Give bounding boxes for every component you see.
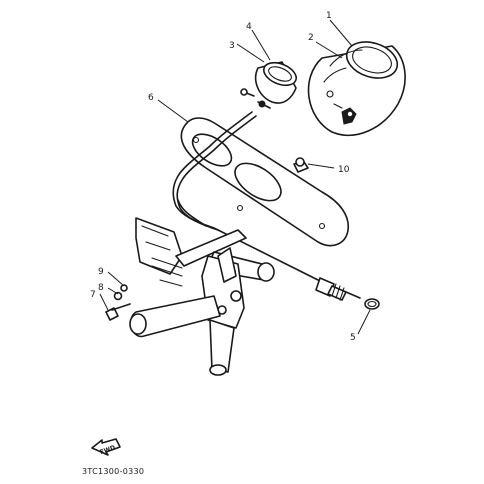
mounting-bracket-assembly [105,217,275,376]
callout-9: 9 [98,267,104,277]
callout-7: 7 [90,290,96,300]
callout-1: 1 [326,11,332,21]
callout-labels: 1 2 3 4 5 6 7 8 9 10 [90,11,356,343]
fwd-arrow-icon: FWD [91,438,121,456]
callout-5: 5 [350,333,356,343]
callout-10: 10 [338,165,350,175]
grommet-part-10 [293,157,309,173]
callout-leaders [99,19,371,335]
oring-part-5 [364,298,380,310]
fwd-label: FWD [99,444,116,456]
tachometer-assembly [240,61,298,109]
meter-cable [172,111,361,301]
callout-2: 2 [308,33,314,43]
callout-8: 8 [98,283,104,293]
part-code: 3TC1300-0330 [82,467,144,476]
callout-4: 4 [246,22,252,32]
meter-bracket-plate [180,117,349,247]
speedometer-assembly [307,41,406,137]
callout-6: 6 [148,93,154,103]
callout-3: 3 [229,41,235,51]
